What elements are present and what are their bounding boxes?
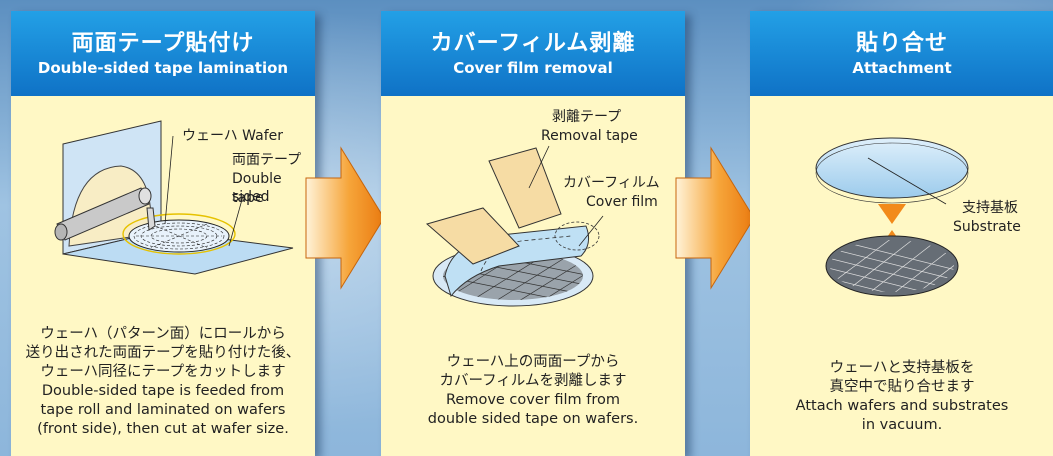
wafer-label: ウェーハ Wafer — [182, 128, 283, 144]
step-panel-tape-lamination: 両面テープ貼付け Double-sided tape lamination — [11, 11, 315, 456]
wafer-icon — [128, 219, 230, 253]
roller-icon — [54, 187, 152, 241]
cover-film-removal-illustration — [425, 145, 604, 307]
tape-cut-outline — [122, 213, 236, 255]
removal-tape-front — [425, 207, 520, 265]
wafer-leader — [164, 135, 174, 225]
caption-line: ウェーハ（パターン面）にロールから — [40, 326, 286, 342]
next-step-arrow — [305, 146, 385, 290]
step-title-ja: カバーフィルム剥離 — [430, 30, 636, 56]
cover-film-label-ja: カバーフィルム — [563, 175, 660, 191]
substrate-label-en: Substrate — [953, 219, 1021, 235]
caption-line: カバーフィルムを剥離します — [439, 373, 627, 389]
cover-film-leader — [578, 215, 604, 247]
caption-line: in vacuum. — [861, 417, 943, 433]
cover-film-label-en: Cover film — [586, 194, 658, 210]
wafer-icon — [825, 235, 959, 297]
step-title-en: Cover film removal — [453, 58, 613, 77]
substrate-label-ja: 支持基板 — [962, 200, 1018, 216]
step-title-ja: 両面テープ貼付け — [71, 30, 255, 56]
step-body: ウェーハ Wafer 両面テープ Double sided tape ウェーハ（… — [11, 96, 315, 456]
caption-line: Remove cover film from — [445, 392, 620, 408]
step-header: 両面テープ貼付け Double-sided tape lamination — [11, 11, 315, 96]
step-header: 貼り合せ Attachment — [750, 11, 1053, 96]
caption-line: ウェーハと支持基板を — [829, 360, 975, 376]
step-title-ja: 貼り合せ — [855, 30, 948, 56]
cutter-icon — [146, 207, 156, 231]
attachment-illustration — [815, 137, 969, 297]
step-body: 剥離テープ Removal tape カバーフィルム Cover film ウェ… — [381, 96, 685, 456]
tape-leader — [228, 195, 244, 247]
press-arrow-down — [878, 204, 906, 224]
tape-lamination-illustration — [54, 120, 294, 275]
step-panel-cover-film-removal: カバーフィルム剥離 Cover film removal — [381, 11, 685, 456]
tape-label-en-1: Double sided — [232, 171, 282, 205]
caption-line: double sided tape on wafers. — [427, 411, 639, 427]
step-body: 支持基板 Substrate ウェーハと支持基板を 真空中で貼り合せます Att… — [750, 96, 1053, 456]
next-step-arrow — [675, 146, 755, 290]
step-header: カバーフィルム剥離 Cover film removal — [381, 11, 685, 96]
step-panel-attachment: 貼り合せ Attachment — [750, 11, 1053, 456]
caption-line: tape roll and laminated on wafers — [40, 402, 286, 418]
step-title-en: Double-sided tape lamination — [37, 58, 289, 77]
caption-line: ウェーハ同径にテープをカットします — [40, 364, 286, 380]
tape-sheet — [62, 230, 294, 275]
step-title-en: Attachment — [852, 58, 952, 77]
removal-tape-label-en: Removal tape — [541, 128, 638, 144]
removal-tape-label-ja: 剥離テープ — [552, 109, 622, 125]
caption-line: (front side), then cut at wafer size. — [37, 421, 289, 437]
caption-line: 送り出された両面テープを貼り付けた後、 — [25, 345, 301, 361]
caption-line: ウェーハ上の両面ープから — [446, 354, 620, 370]
substrate-leader — [867, 157, 947, 205]
tape-label-en-2: tape — [232, 190, 264, 206]
substrate-disc — [815, 137, 969, 199]
caption-line: Attach wafers and substrates — [795, 398, 1009, 414]
caption-line: Double-sided tape is feeded from — [41, 383, 285, 399]
caption-line: 真空中で貼り合せます — [829, 379, 975, 395]
removal-tape-back — [488, 147, 562, 229]
removal-tape-leader — [528, 145, 550, 189]
tape-label-ja: 両面テープ — [232, 152, 302, 168]
